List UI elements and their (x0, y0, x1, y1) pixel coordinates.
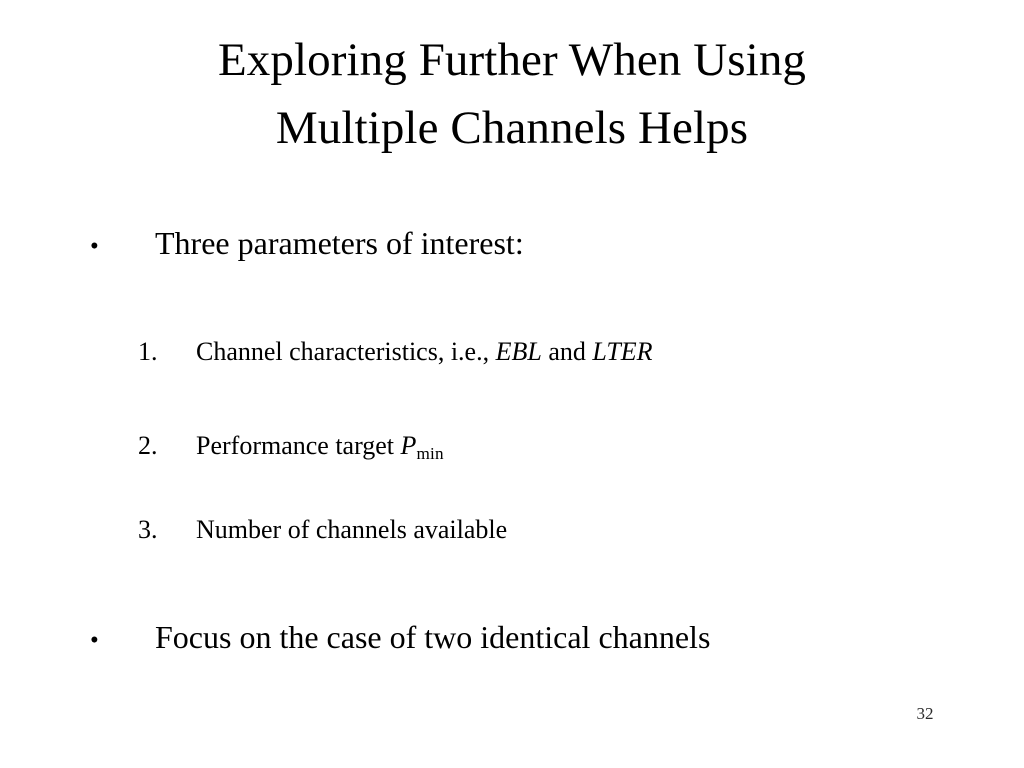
numbered-text-part-1: Channel characteristics, i.e., (196, 337, 496, 366)
numbered-text-part-2: and (541, 337, 593, 366)
bullet-marker-icon: • (90, 233, 99, 260)
italic-symbol-p: P (400, 431, 417, 460)
bullet-item-focus-on-case: • Focus on the case of two identical cha… (90, 618, 710, 660)
subscript-min: min (416, 443, 444, 463)
bullet-item-three-parameters: • Three parameters of interest: (90, 224, 524, 266)
bullet-text: Three parameters of interest: (155, 225, 524, 261)
page-title-line-2: Multiple Channels Helps (275, 102, 749, 154)
numbered-text: Number of channels available (196, 515, 508, 544)
list-number-marker: 1. (138, 337, 158, 366)
italic-term-ebl: EBL (495, 337, 542, 366)
italic-term-lter: LTER (592, 337, 653, 366)
page-title: Exploring Further When Using Multiple Ch… (0, 26, 1024, 162)
numbered-text-part-1: Performance target (196, 431, 401, 460)
list-number-marker: 2. (138, 431, 158, 460)
bullet-marker-icon: • (90, 627, 99, 654)
numbered-item-channel-characteristics: 1. Channel characteristics, i.e., EBL an… (138, 336, 653, 368)
page-number: 32 (916, 704, 934, 723)
numbered-text: Performance target Pmin (196, 430, 444, 470)
numbered-text: Channel characteristics, i.e., EBL and L… (196, 336, 653, 368)
page-title-line-1: Exploring Further When Using (217, 34, 807, 86)
numbered-item-performance-target: 2. Performance target Pmin (138, 430, 444, 470)
numbered-item-number-of-channels: 3. Number of channels available (138, 514, 507, 546)
bullet-text: Focus on the case of two identical chann… (155, 619, 711, 655)
list-number-marker: 3. (138, 515, 158, 544)
